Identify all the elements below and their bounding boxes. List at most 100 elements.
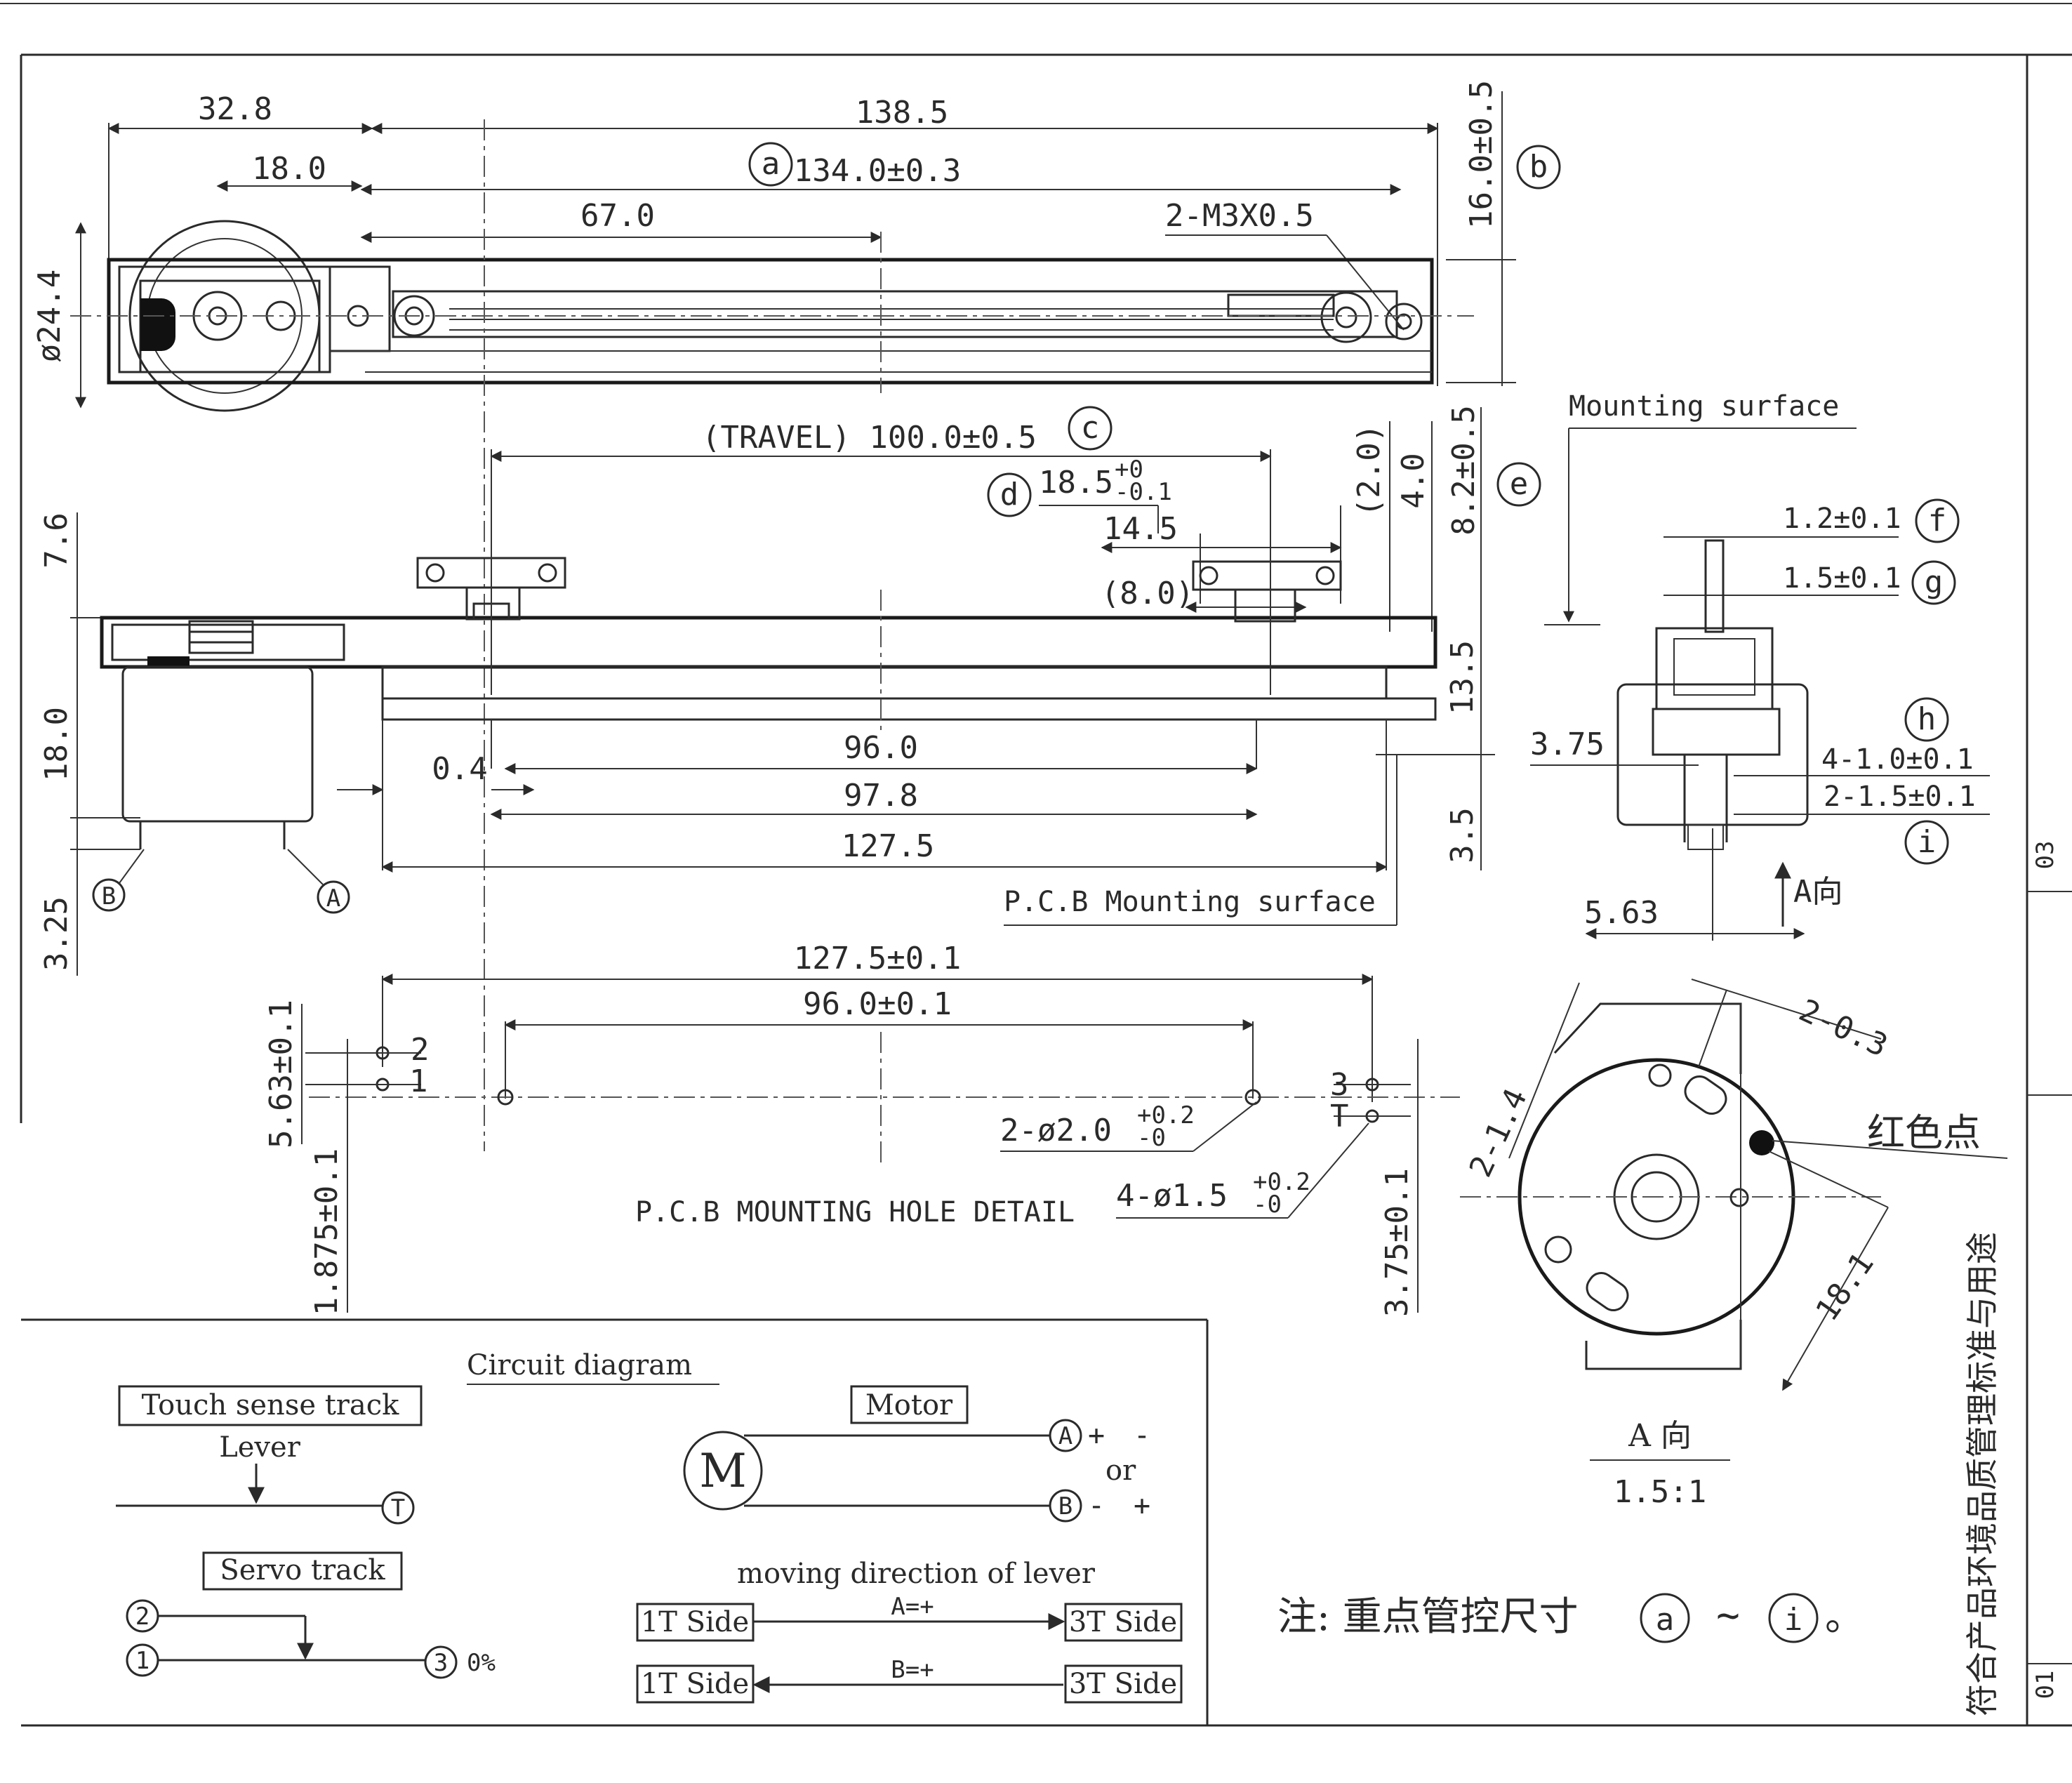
note-text: 注: 重点管控尺寸 <box>1277 1594 1579 1640</box>
circle-c <box>1068 406 1113 451</box>
circle-a-label: a <box>762 146 781 182</box>
a-equals: A=+ <box>891 1593 934 1621</box>
servo-pin-2-label: 2 <box>135 1603 150 1631</box>
hole-4-tol-dn: -0 <box>1253 1191 1282 1219</box>
note-circle-a <box>1640 1593 1690 1643</box>
dim-138-5: 138.5 <box>856 95 948 131</box>
dim-1-2: 1.2±0.1 <box>1783 503 1901 535</box>
title-cell-03: 03 <box>2031 841 2059 870</box>
circle-g <box>1911 560 1956 605</box>
note: 注: 重点管控尺寸 a ~ i 。 <box>1277 1593 1864 1643</box>
dim-14-5: 14.5 <box>1103 511 1178 547</box>
moving-direction-label: moving direction of lever <box>737 1558 1096 1590</box>
dim-2-0: (2.0) <box>1351 424 1387 517</box>
dim-3-5: 3.5 <box>1445 807 1480 863</box>
pcb-mounting-surface: P.C.B Mounting surface <box>1004 886 1376 918</box>
circle-e-label: e <box>1510 466 1529 502</box>
pin-a-label: A <box>326 884 340 913</box>
circle-d-label: d <box>1000 477 1019 512</box>
dim-0-4: 0.4 <box>432 751 487 787</box>
circle-c-label: c <box>1081 410 1100 446</box>
note-circle-i-label: i <box>1784 1602 1803 1638</box>
hole-4-label: 4-ø1.5 <box>1116 1178 1228 1214</box>
hole-2-tol-dn: -0 <box>1137 1124 1166 1152</box>
circuit-title: Circuit diagram <box>467 1349 692 1381</box>
pcb-pin-2: 2 <box>411 1032 430 1068</box>
circle-b <box>1516 145 1561 190</box>
b-equals: B=+ <box>891 1656 934 1684</box>
circuit-diagram: Circuit diagram Touch sense track Lever … <box>116 1349 1183 1704</box>
motor-a-view: 2-0.3 2-1.4 红色点 18.1 A 向 1.5:1 <box>1460 979 2008 1510</box>
motor-box-label: Motor <box>865 1389 953 1421</box>
dim-4-1-0: 4-1.0±0.1 <box>1821 743 1974 776</box>
dim-32-8: 32.8 <box>198 91 272 127</box>
circle-f-label: f <box>1928 503 1947 538</box>
motor-pin-b-label: B <box>1058 1492 1072 1520</box>
pcb-hole-detail-title: P.C.B MOUNTING HOLE DETAIL <box>635 1196 1075 1228</box>
title-cell-01: 01 <box>2031 1671 2059 1699</box>
dim-16: 16.0±0.5 <box>1463 80 1499 229</box>
side-3t-b: 3T Side <box>1069 1668 1177 1700</box>
pcb-pin-t: T <box>1330 1099 1349 1134</box>
dim-127-5-tol: 127.5±0.1 <box>794 941 961 976</box>
title-vertical-text: 符合产品环境品质管理标准与用途 <box>1963 1232 2001 1716</box>
pin-b-circle <box>92 878 126 912</box>
pin-a-circle <box>317 880 350 914</box>
motor-symbol <box>683 1431 763 1511</box>
dim-travel: (TRAVEL) 100.0±0.5 <box>702 420 1037 456</box>
note-tilde: ~ <box>1716 1593 1740 1638</box>
a-minus: - <box>1134 1419 1150 1452</box>
top-view: 32.8 138.5 18.0 a 134.0±0.3 67.0 2-M3X0.… <box>32 80 1561 1151</box>
circle-e <box>1496 462 1541 507</box>
touch-pin-t <box>381 1491 415 1525</box>
hole-2-label: 2-ø2.0 <box>1000 1113 1112 1148</box>
note-end: 。 <box>1825 1594 1864 1640</box>
dim-8-0: (8.0) <box>1101 576 1194 611</box>
lever-label: Lever <box>219 1431 301 1464</box>
red-dot-label: 红色点 <box>1867 1111 1981 1155</box>
note-circle-i <box>1768 1593 1819 1643</box>
side-1t-a: 1T Side <box>641 1606 749 1638</box>
a-view-label: A 向 <box>1628 1418 1692 1454</box>
circle-d <box>987 472 1032 517</box>
touch-pin-t-label: T <box>391 1494 405 1523</box>
zero-percent: 0% <box>467 1649 496 1677</box>
dim-1-875: 1.875±0.1 <box>309 1148 345 1315</box>
or-label: or <box>1105 1454 1136 1487</box>
dim-5-63: 5.63 <box>1584 895 1659 931</box>
dim-3-75-tol: 3.75±0.1 <box>1379 1168 1415 1317</box>
b-plus: + <box>1134 1490 1150 1522</box>
dim-18-5-tol-up: +0 <box>1115 456 1143 484</box>
drawing-frame <box>0 3 2072 1727</box>
circle-b-label: b <box>1529 149 1548 185</box>
circle-h <box>1904 697 1949 742</box>
pcb-pin-1: 1 <box>409 1063 428 1099</box>
motor-pin-b <box>1049 1489 1082 1523</box>
pin-b-label: B <box>102 882 116 910</box>
side-3t-a: 3T Side <box>1069 1606 1177 1638</box>
dim-8-2: 8.2±0.5 <box>1446 405 1482 535</box>
dim-2-1-5: 2-1.5±0.1 <box>1824 781 1976 813</box>
pcb-pin-3: 3 <box>1330 1067 1349 1103</box>
circle-a <box>748 142 793 187</box>
dim-97-8: 97.8 <box>844 778 918 814</box>
servo-pin-3 <box>424 1645 458 1679</box>
dim-13-5: 13.5 <box>1445 640 1480 715</box>
circle-i-label: i <box>1918 824 1937 860</box>
dim-3-75: 3.75 <box>1530 727 1605 762</box>
circle-g-label: g <box>1925 564 1944 600</box>
dim-96-0: 96.0 <box>844 730 918 766</box>
side-view: (TRAVEL) 100.0±0.5 c d 18.5 +0 -0.1 14.5… <box>39 405 1541 976</box>
motor-symbol-label: M <box>699 1444 747 1498</box>
red-dot-marker <box>1749 1130 1774 1155</box>
dim-1-5: 1.5±0.1 <box>1783 562 1901 595</box>
motor-pin-a-label: A <box>1058 1422 1072 1450</box>
circle-f <box>1915 498 1960 543</box>
note-circle-a-label: a <box>1656 1602 1675 1638</box>
a-direction-arrow: A向 <box>1793 874 1843 910</box>
b-minus: - <box>1088 1490 1105 1522</box>
hole-4-tol-up: +0.2 <box>1253 1168 1310 1196</box>
dim-67-0: 67.0 <box>580 198 655 234</box>
servo-pin-1-label: 1 <box>135 1647 150 1675</box>
